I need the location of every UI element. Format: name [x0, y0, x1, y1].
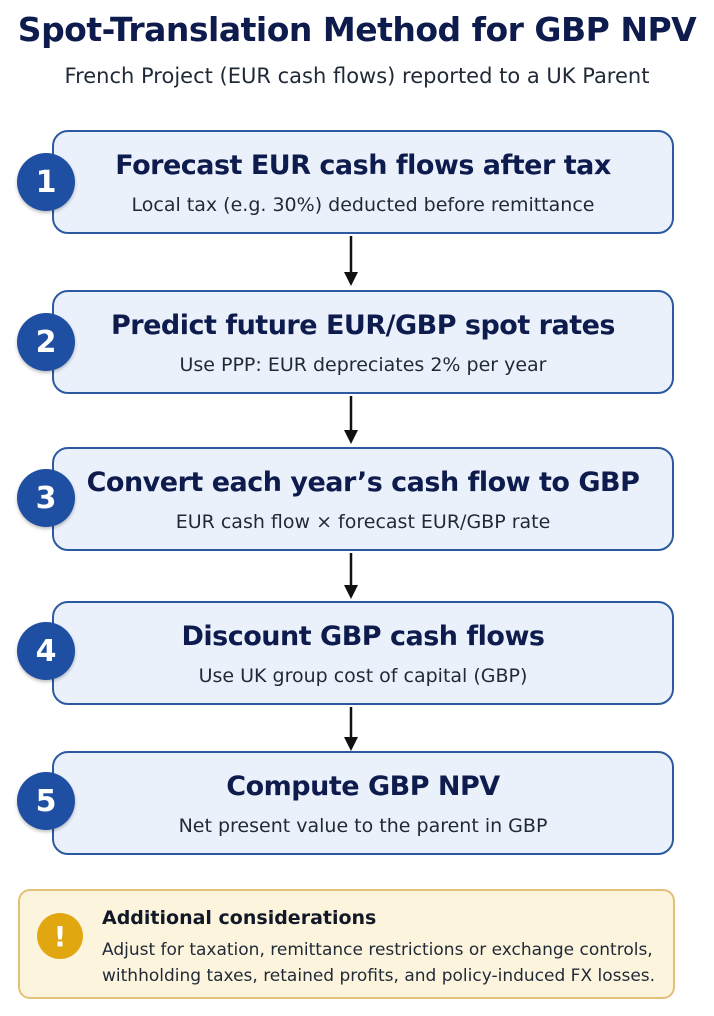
step-4-subtitle: Use UK group cost of capital (GBP) — [198, 665, 528, 687]
step-5-subtitle: Net present value to the parent in GBP — [178, 815, 548, 837]
exclamation-icon: ! — [37, 913, 83, 959]
arrow-down-icon — [344, 707, 358, 751]
step-1-title: Forecast EUR cash flows after tax — [115, 150, 611, 181]
note-body: Adjust for taxation, remittance restrict… — [102, 940, 656, 986]
arrow-down-icon — [344, 553, 358, 599]
step-3-number-badge: 3 — [17, 469, 75, 527]
step-5-title: Compute GBP NPV — [226, 771, 500, 802]
step-2-box: Predict future EUR/GBP spot rates Use PP… — [52, 290, 674, 394]
arrow-down-icon — [344, 236, 358, 286]
step-3-box: Convert each year’s cash flow to GBP EUR… — [52, 447, 674, 551]
step-2-number-badge: 2 — [17, 313, 75, 371]
step-1-subtitle: Local tax (e.g. 30%) deducted before rem… — [131, 194, 595, 216]
note-title: Additional considerations — [102, 907, 377, 929]
considerations-note: ! Additional considerations Adjust for t… — [18, 889, 675, 999]
step-2-subtitle: Use PPP: EUR depreciates 2% per year — [179, 354, 547, 376]
step-2-title: Predict future EUR/GBP spot rates — [111, 310, 615, 341]
step-4-box: Discount GBP cash flows Use UK group cos… — [52, 601, 674, 705]
arrow-down-icon — [344, 396, 358, 444]
step-5-number-badge: 5 — [17, 772, 75, 830]
step-4-number-badge: 4 — [17, 622, 75, 680]
step-1-box: Forecast EUR cash flows after tax Local … — [52, 130, 674, 234]
step-5-box: Compute GBP NPV Net present value to the… — [52, 751, 674, 855]
page-title: Spot-Translation Method for GBP NPV — [17, 10, 697, 49]
step-3-subtitle: EUR cash flow × forecast EUR/GBP rate — [175, 511, 551, 533]
step-4-title: Discount GBP cash flows — [181, 621, 545, 652]
page-subtitle: French Project (EUR cash flows) reported… — [64, 64, 650, 88]
step-3-title: Convert each year’s cash flow to GBP — [86, 467, 640, 498]
step-1-number-badge: 1 — [17, 153, 75, 211]
